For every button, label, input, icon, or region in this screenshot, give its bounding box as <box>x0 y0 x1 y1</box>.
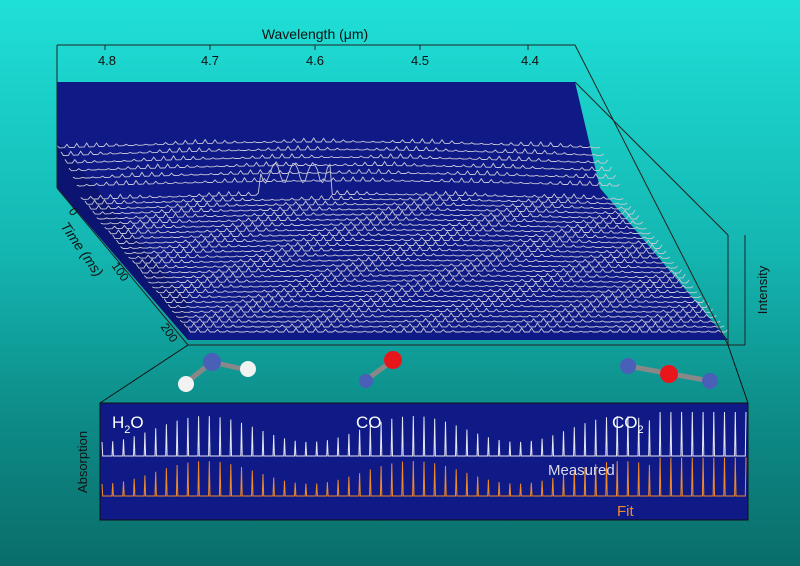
waterfall-trace-line <box>120 240 663 249</box>
oxygen-atom-icon <box>384 351 402 369</box>
intensity-axis-title: Intensity <box>755 265 770 314</box>
wavelength-tick-label: 4.4 <box>521 53 539 68</box>
waterfall-trace-line <box>140 266 682 274</box>
waterfall-trace-line <box>112 230 655 240</box>
waterfall-trace-line <box>167 301 709 308</box>
species-label-co: CO <box>356 413 382 432</box>
absorption-axis-title: Absorption <box>75 431 90 493</box>
waterfall-trace-line <box>183 322 725 328</box>
waterfall-frame <box>56 44 746 346</box>
waterfall-trace-line <box>60 145 605 156</box>
waterfall-trace-line <box>116 235 659 245</box>
waterfall-plot: Wavelength (μm) 4.8 4.7 4.6 4.5 4.4 Time… <box>56 26 770 346</box>
legend-fit: Fit <box>617 503 634 520</box>
waterfall-trace-line <box>136 261 678 269</box>
hydrogen-atom-icon <box>178 376 194 392</box>
waterfall-trace-line <box>152 281 694 289</box>
waterfall-trace-line <box>159 291 702 299</box>
waterfall-trace-line <box>171 306 713 313</box>
wavelength-tick-label: 4.8 <box>98 53 116 68</box>
hydrogen-atom-icon <box>240 361 256 377</box>
waterfall-trace-line <box>76 176 620 187</box>
carbon-monoxide-molecule <box>359 351 402 388</box>
absorption-trace-line <box>101 457 747 497</box>
waterfall-trace-line <box>88 200 632 210</box>
waterfall-trace-line <box>132 255 674 264</box>
zoom-connector-lines <box>99 344 749 404</box>
carbon-atom-icon <box>702 373 718 389</box>
waterfall-trace-line <box>143 271 686 279</box>
absorption-traces <box>101 411 747 497</box>
wavelength-axis-title: Wavelength (μm) <box>262 26 368 42</box>
waterfall-trace-line <box>175 311 717 318</box>
waterfall-trace-line <box>104 220 647 230</box>
waterfall-traces <box>56 137 729 333</box>
wavelength-tick-label: 4.7 <box>201 53 219 68</box>
waterfall-trace-line <box>96 210 640 220</box>
carbon-atom-icon <box>359 374 373 388</box>
waterfall-trace-line <box>56 137 601 149</box>
waterfall-trace-line <box>148 276 690 284</box>
absorption-panel: H2O CO CO2 Measured Fit Absorption <box>75 402 749 521</box>
waterfall-trace-line <box>108 225 651 235</box>
oxygen-atom-icon <box>203 353 221 371</box>
legend-measured: Measured <box>548 462 615 479</box>
wavelength-ticks <box>104 45 529 50</box>
carbon-dioxide-molecule <box>620 358 718 389</box>
wavelength-tick-label: 4.6 <box>306 53 324 68</box>
waterfall-trace-line <box>179 316 721 323</box>
wavelength-tick-label: 4.5 <box>411 53 429 68</box>
waterfall-back-wall <box>57 82 600 188</box>
waterfall-trace-line <box>187 327 729 333</box>
waterfall-trace-line <box>128 250 670 259</box>
waterfall-trace-line <box>100 215 643 225</box>
water-molecule <box>178 353 256 392</box>
species-label-co2: CO2 <box>612 413 644 436</box>
waterfall-left-face <box>57 140 188 340</box>
waterfall-trace-line <box>84 194 628 205</box>
waterfall-trace-line <box>92 205 636 215</box>
waterfall-trace-line <box>68 160 612 172</box>
time-tick-label: 0 <box>66 205 81 219</box>
oxygen-atom-icon <box>660 365 678 383</box>
waterfall-trace-line <box>64 153 609 164</box>
waterfall-trace-line <box>80 161 624 200</box>
waterfall-trace-line <box>72 168 616 179</box>
waterfall-trace-line <box>155 286 698 294</box>
waterfall-trace-line <box>124 245 667 254</box>
carbon-atom-icon <box>620 358 636 374</box>
waterfall-trace-line <box>163 296 706 303</box>
absorption-trace-line <box>101 411 747 457</box>
species-label-water: H2O <box>112 413 144 436</box>
